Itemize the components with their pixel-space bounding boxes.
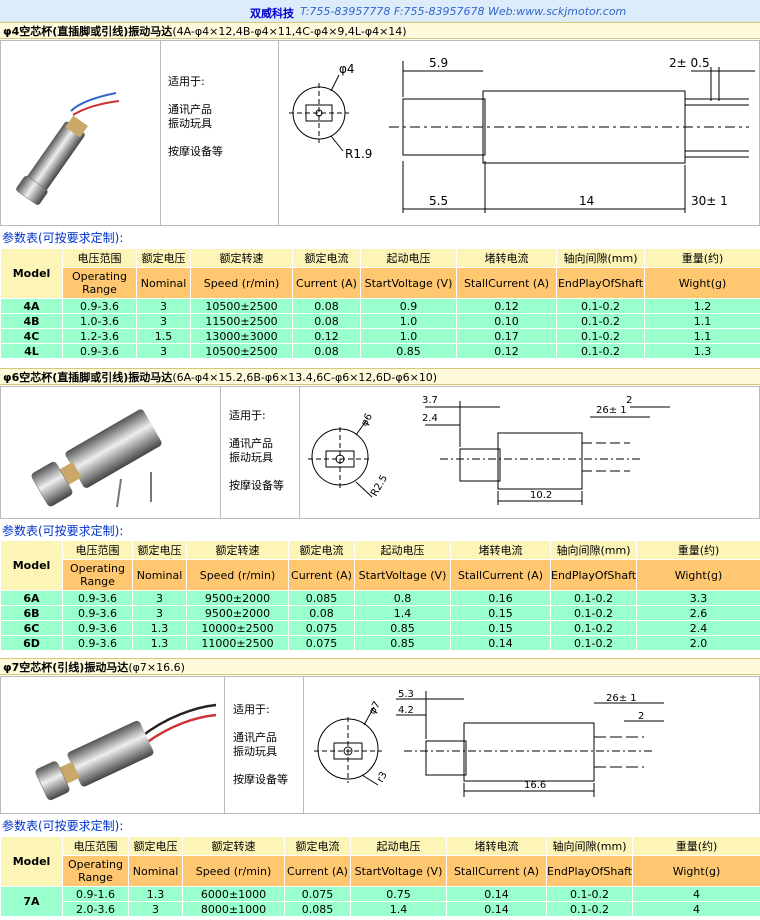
product-panel-phi7: 适用于: 通讯产品振动玩具 按摩设备等 φ7 r3 5.3 4.2: [0, 676, 760, 814]
svg-text:φ7: φ7: [367, 700, 383, 717]
svg-text:14: 14: [579, 194, 594, 208]
usage-list-phi7: 适用于: 通讯产品振动玩具 按摩设备等: [233, 703, 288, 786]
dim-radius: R1.9: [345, 147, 372, 161]
svg-text:30± 1: 30± 1: [691, 194, 728, 208]
svg-text:16.6: 16.6: [524, 780, 546, 791]
motor-photo-phi7: [1, 677, 225, 813]
svg-text:3.7: 3.7: [422, 395, 438, 406]
usage-list-phi4: 适用于: 通讯产品振动玩具 按摩设备等: [168, 75, 223, 158]
spec-table-phi6: Model 电压范围额定电压额定转速额定电流起动电压堵转电流轴向间隙(mm)重量…: [0, 540, 760, 651]
section-title-phi7: φ7空芯杯(引线)振动马达(φ7×16.6): [0, 658, 760, 675]
svg-text:2: 2: [638, 711, 644, 722]
section-title-phi6: φ6空芯杯(直插脚或引线)振动马达(6A-φ4×15.2,6B-φ6×13.4,…: [0, 368, 760, 385]
product-panel-phi4: 适用于: 通讯产品振动玩具 按摩设备等 φ4 R1.9 5.9: [0, 40, 760, 226]
svg-text:r3: r3: [375, 770, 390, 785]
section-title-phi4: φ4空芯杯(直插脚或引线)振动马达(4A-φ4×12,4B-φ4×11,4C-φ…: [0, 22, 760, 39]
spec-table-phi7: Model 电压范围额定电压额定转速额定电流起动电压堵转电流轴向间隙(mm)重量…: [0, 836, 760, 917]
motor-photo-phi6: [1, 387, 221, 518]
svg-text:2± 0.5: 2± 0.5: [669, 56, 710, 70]
page-header: 双威科技 T:755-83957778 F:755-83957678 Web:w…: [0, 0, 760, 22]
svg-text:φ6: φ6: [359, 412, 375, 429]
params-title-phi6: 参数表(可按要求定制):: [2, 524, 124, 538]
contact-info[interactable]: T:755-83957778 F:755-83957678 Web:www.sc…: [300, 5, 627, 18]
motor-photo-phi4: [1, 41, 161, 225]
svg-text:26± 1: 26± 1: [606, 693, 637, 704]
params-title-phi7: 参数表(可按要求定制):: [2, 819, 124, 833]
svg-text:5.9: 5.9: [429, 56, 448, 70]
dim-diameter: φ4: [339, 62, 355, 76]
usage-list-phi6: 适用于: 通讯产品振动玩具 按摩设备等: [229, 409, 284, 492]
dimension-drawing-phi4: φ4 R1.9 5.9 5.5 14 2± 0.5 30± 1: [278, 41, 759, 225]
svg-text:5.5: 5.5: [429, 194, 448, 208]
brand-name: 双威科技: [250, 7, 294, 20]
svg-text:10.2: 10.2: [530, 490, 552, 501]
spec-table-phi4: Model 电压范围额定电压额定转速额定电流起动电压堵转电流轴向间隙(mm)重量…: [0, 248, 760, 359]
svg-text:26± 1: 26± 1: [596, 405, 627, 416]
svg-text:R2.5: R2.5: [369, 473, 390, 498]
svg-text:2.4: 2.4: [422, 413, 438, 424]
params-title-phi4: 参数表(可按要求定制):: [2, 231, 124, 245]
svg-text:2: 2: [626, 395, 632, 406]
dimension-drawing-phi7: φ7 r3 5.3 4.2 16.6 26± 1 2: [303, 677, 759, 813]
svg-text:4.2: 4.2: [398, 705, 414, 716]
dimension-drawing-phi6: φ6 R2.5 3.7 2.4 10.2 26± 1 2: [299, 387, 759, 518]
svg-text:5.3: 5.3: [398, 689, 414, 700]
product-panel-phi6: 适用于: 通讯产品振动玩具 按摩设备等 φ6 R2.5 3.7 2.4: [0, 386, 760, 519]
